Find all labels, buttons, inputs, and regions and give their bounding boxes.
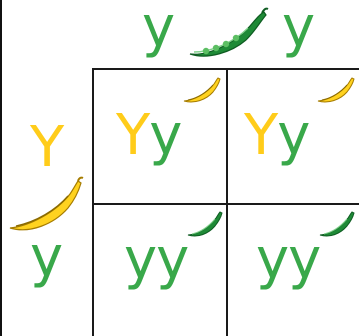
yellow-pea-pod-icon: [183, 77, 221, 103]
yellow-pea-pod-icon: [317, 77, 355, 103]
cell-bottom-right-genotype: yy: [256, 227, 321, 292]
cell-top-left-genotype: Yy: [116, 103, 182, 168]
cell-top-right-allele-recessive: y: [277, 103, 310, 168]
grid-left-line: [92, 68, 94, 336]
cell-bottom-left-allele-1: y: [124, 227, 157, 292]
grid-middle-vertical-line: [226, 68, 228, 336]
side-allele-top: Y: [30, 115, 64, 180]
yellow-pea-pod-icon: [9, 176, 84, 231]
cell-bottom-right-allele-2: y: [288, 227, 321, 292]
cell-bottom-left-genotype: yy: [124, 227, 189, 292]
green-pea-pod-icon: [189, 7, 269, 57]
cell-top-right-genotype: Yy: [244, 103, 310, 168]
grid-middle-horizontal-line: [92, 203, 359, 205]
header-allele-right: y: [282, 0, 315, 60]
green-pea-pod-icon: [319, 211, 355, 237]
grid-top-line: [92, 68, 359, 70]
green-pea-pod-icon: [187, 211, 223, 237]
cell-bottom-left-allele-2: y: [156, 227, 189, 292]
left-border-line: [0, 0, 2, 336]
side-allele-bottom: y: [30, 225, 63, 290]
header-allele-left: y: [142, 0, 175, 60]
cell-top-left-allele-dominant: Y: [116, 103, 150, 168]
cell-bottom-right-allele-1: y: [256, 227, 289, 292]
cell-top-left-allele-recessive: y: [149, 103, 182, 168]
cell-top-right-allele-dominant: Y: [244, 103, 278, 168]
